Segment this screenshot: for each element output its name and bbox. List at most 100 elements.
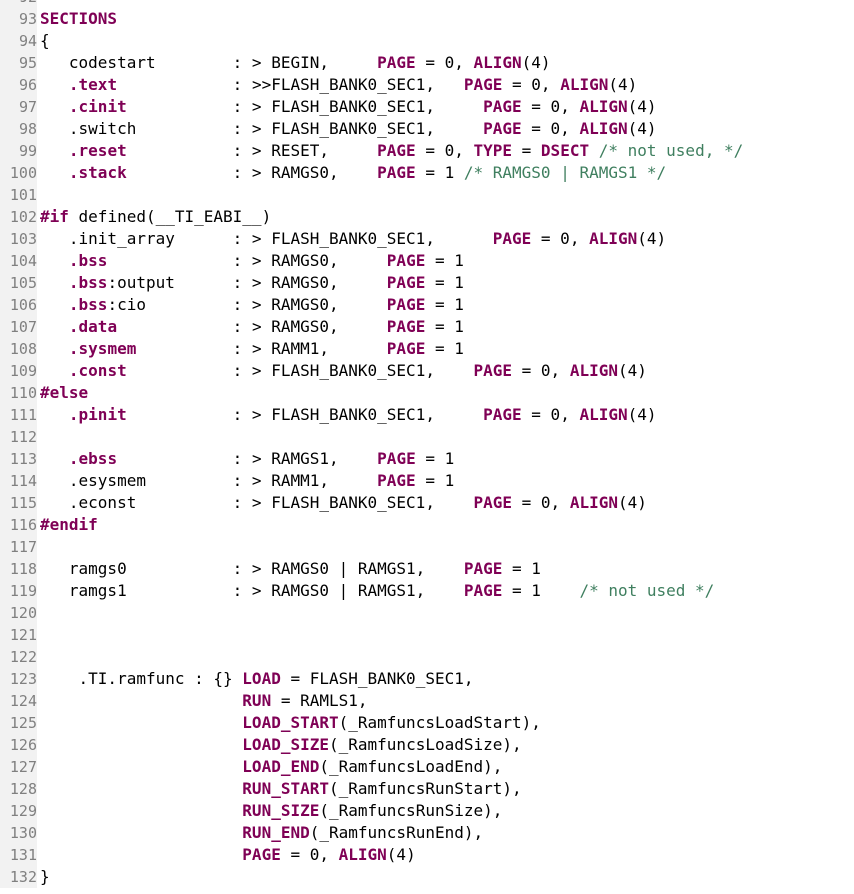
line-number: 97 — [0, 96, 37, 118]
line-number: 98 — [0, 118, 37, 140]
code-line[interactable]: 97 .cinit : > FLASH_BANK0_SEC1, PAGE = 0… — [0, 96, 854, 118]
code-token — [40, 141, 69, 160]
code-line[interactable]: 104 .bss : > RAMGS0, PAGE = 1 — [0, 250, 854, 272]
code-token — [40, 801, 242, 820]
code-text: .bss:cio : > RAMGS0, PAGE = 1 — [40, 294, 854, 316]
code-line[interactable]: 105 .bss:output : > RAMGS0, PAGE = 1 — [0, 272, 854, 294]
code-line[interactable]: 108 .sysmem : > RAMM1, PAGE = 1 — [0, 338, 854, 360]
code-text — [40, 624, 854, 646]
code-token: = 0, — [512, 361, 570, 380]
code-line[interactable]: 94{ — [0, 30, 854, 52]
code-line[interactable]: 118 ramgs0 : > RAMGS0 | RAMGS1, PAGE = 1 — [0, 558, 854, 580]
code-token — [40, 691, 242, 710]
code-line[interactable]: 115 .econst : > FLASH_BANK0_SEC1, PAGE =… — [0, 492, 854, 514]
code-line[interactable]: 131 PAGE = 0, ALIGN(4) — [0, 844, 854, 866]
code-token: (_RamfuncsRunStart), — [329, 779, 522, 798]
code-token — [40, 75, 69, 94]
code-text: ramgs1 : > RAMGS0 | RAMGS1, PAGE = 1 /* … — [40, 580, 854, 602]
keyword-token: PAGE — [377, 163, 416, 182]
code-token: = 1 — [502, 559, 541, 578]
code-line[interactable]: 116#endif — [0, 514, 854, 536]
code-token: = FLASH_BANK0_SEC1, — [280, 669, 474, 688]
code-line[interactable]: 99 .reset : > RESET, PAGE = 0, TYPE = DS… — [0, 140, 854, 162]
code-token: = 1 — [425, 339, 464, 358]
code-text: LOAD_END(_RamfuncsLoadEnd), — [40, 756, 854, 778]
code-text: { — [40, 30, 854, 52]
keyword-token: .bss — [68, 295, 108, 314]
code-line[interactable]: 124 RUN = RAMLS1, — [0, 690, 854, 712]
code-line[interactable]: 130 RUN_END(_RamfuncsRunEnd), — [0, 822, 854, 844]
code-line[interactable]: 98 .switch : > FLASH_BANK0_SEC1, PAGE = … — [0, 118, 854, 140]
line-number: 101 — [0, 184, 37, 206]
code-line[interactable]: 125 LOAD_START(_RamfuncsLoadStart), — [0, 712, 854, 734]
line-number: 126 — [0, 734, 37, 756]
code-line[interactable]: 103 .init_array : > FLASH_BANK0_SEC1, PA… — [0, 228, 854, 250]
code-line[interactable]: 92 — [0, 0, 854, 8]
code-line[interactable]: 96 .text : >>FLASH_BANK0_SEC1, PAGE = 0,… — [0, 74, 854, 96]
code-line[interactable]: 127 LOAD_END(_RamfuncsLoadEnd), — [0, 756, 854, 778]
code-token: :cio : > RAMGS0, — [107, 295, 387, 314]
code-line[interactable]: 100 .stack : > RAMGS0, PAGE = 1 /* RAMGS… — [0, 162, 854, 184]
code-token — [40, 449, 69, 468]
code-line[interactable]: 132} — [0, 866, 854, 888]
keyword-token: .bss — [68, 273, 108, 292]
code-line[interactable]: 122 — [0, 646, 854, 668]
code-line[interactable]: 120 — [0, 602, 854, 624]
code-text: .switch : > FLASH_BANK0_SEC1, PAGE = 0, … — [40, 118, 854, 140]
code-token: = 0, — [521, 119, 580, 138]
code-text: .text : >>FLASH_BANK0_SEC1, PAGE = 0, AL… — [40, 74, 854, 96]
code-token: = 1 — [425, 273, 464, 292]
keyword-token: PAGE — [377, 53, 416, 72]
code-token: (4) — [627, 119, 657, 138]
line-number: 93 — [0, 8, 37, 30]
code-token: : >>FLASH_BANK0_SEC1, — [117, 75, 464, 94]
code-token — [40, 735, 242, 754]
keyword-token: PAGE — [463, 581, 503, 600]
code-line[interactable]: 107 .data : > RAMGS0, PAGE = 1 — [0, 316, 854, 338]
code-line[interactable]: 110#else — [0, 382, 854, 404]
comment-token: /* not used */ — [579, 581, 715, 600]
code-line[interactable]: 95 codestart : > BEGIN, PAGE = 0, ALIGN(… — [0, 52, 854, 74]
code-line[interactable]: 101 — [0, 184, 854, 206]
keyword-token: RUN_END — [242, 823, 310, 842]
code-token — [40, 713, 242, 732]
code-token: = 1 — [502, 581, 580, 600]
code-line[interactable]: 117 — [0, 536, 854, 558]
code-token: } — [40, 867, 50, 886]
code-token: = 0, — [502, 75, 561, 94]
code-line[interactable]: 102#if defined(__TI_EABI__) — [0, 206, 854, 228]
code-token: (_RamfuncsLoadSize), — [329, 735, 522, 754]
line-number: 115 — [0, 492, 37, 514]
code-text: RUN_SIZE(_RamfuncsRunSize), — [40, 800, 854, 822]
code-text: .cinit : > FLASH_BANK0_SEC1, PAGE = 0, A… — [40, 96, 854, 118]
code-token — [40, 251, 69, 270]
keyword-token: ALIGN — [589, 229, 638, 248]
code-line[interactable]: 109 .const : > FLASH_BANK0_SEC1, PAGE = … — [0, 360, 854, 382]
code-line[interactable]: 119 ramgs1 : > RAMGS0 | RAMGS1, PAGE = 1… — [0, 580, 854, 602]
line-number: 108 — [0, 338, 37, 360]
code-line[interactable]: 113 .ebss : > RAMGS1, PAGE = 1 — [0, 448, 854, 470]
code-line[interactable]: 128 RUN_START(_RamfuncsRunStart), — [0, 778, 854, 800]
code-line[interactable]: 114 .esysmem : > RAMM1, PAGE = 1 — [0, 470, 854, 492]
code-token: (4) — [521, 53, 551, 72]
code-token: .init_array : > FLASH_BANK0_SEC1, — [40, 229, 493, 248]
code-line[interactable]: 111 .pinit : > FLASH_BANK0_SEC1, PAGE = … — [0, 404, 854, 426]
line-number: 120 — [0, 602, 37, 624]
code-line[interactable]: 121 — [0, 624, 854, 646]
code-line[interactable]: 129 RUN_SIZE(_RamfuncsRunSize), — [0, 800, 854, 822]
code-text: .ebss : > RAMGS1, PAGE = 1 — [40, 448, 854, 470]
code-token: = — [512, 141, 541, 160]
code-token: = 0, — [512, 493, 570, 512]
code-token — [40, 339, 69, 358]
comment-token: /* not used, */ — [598, 141, 744, 160]
line-number: 106 — [0, 294, 37, 316]
line-number: 107 — [0, 316, 37, 338]
code-line[interactable]: 123 .TI.ramfunc : {} LOAD = FLASH_BANK0_… — [0, 668, 854, 690]
keyword-token: PAGE — [242, 845, 281, 864]
keyword-token: .cinit — [68, 97, 127, 116]
code-line[interactable]: 112 — [0, 426, 854, 448]
code-line[interactable]: 106 .bss:cio : > RAMGS0, PAGE = 1 — [0, 294, 854, 316]
code-line[interactable]: 126 LOAD_SIZE(_RamfuncsLoadSize), — [0, 734, 854, 756]
